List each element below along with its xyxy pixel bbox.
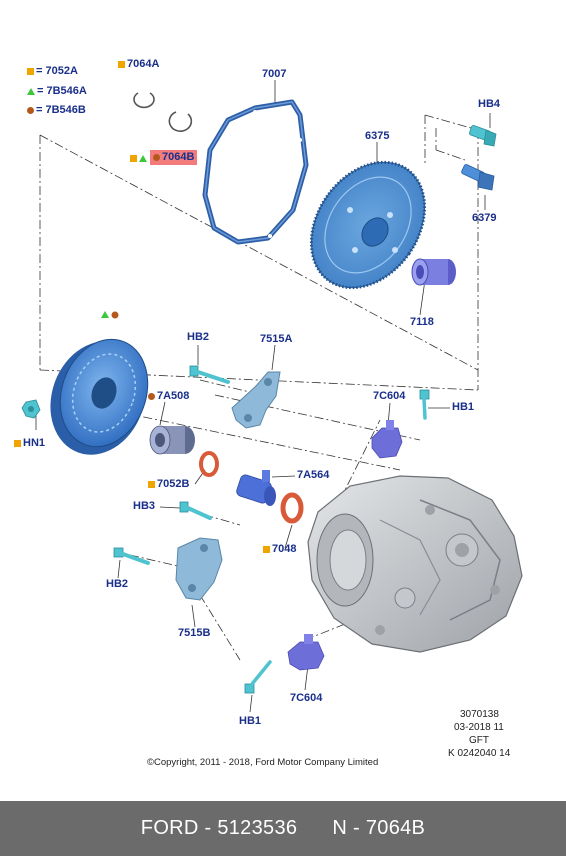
flywheel-6375: [309, 160, 427, 290]
exploded-view-diagram: [21, 80, 523, 713]
triangle-marker-icon: [139, 154, 147, 162]
release-fork-7515A: [231, 371, 281, 429]
release-bearing-7A508: [149, 425, 195, 455]
part-label-7A564[interactable]: 7A564: [297, 469, 330, 481]
nut-HN1: [21, 399, 41, 419]
part-label-7064B[interactable]: 7064B: [150, 150, 198, 165]
circle-marker-icon: [27, 106, 34, 114]
diagram-k-code: K 0242040 14: [448, 748, 511, 759]
part-label-7C604-lower[interactable]: 7C604: [290, 692, 323, 704]
part-label-HB2-upper[interactable]: HB2: [187, 331, 210, 343]
part-label-7048[interactable]: 7048: [263, 543, 296, 556]
part-label-7052B[interactable]: 7052B: [148, 478, 189, 491]
seal-7048: [280, 492, 304, 524]
part-label-6379[interactable]: 6379: [472, 212, 497, 224]
bolt-HB1-upper: [419, 389, 430, 420]
square-marker-icon: [148, 480, 155, 488]
square-marker-icon: [130, 154, 137, 162]
legend-item-7B546A: = 7B546A: [27, 85, 87, 97]
part-label-7515A[interactable]: 7515A: [260, 333, 293, 345]
part-label-7064A[interactable]: 7064A: [118, 58, 159, 71]
part-label-HB2-lower[interactable]: HB2: [106, 578, 129, 590]
part-label-7064B-markers: [130, 152, 149, 165]
triangle-marker-icon: [27, 87, 35, 95]
legend-item-7B546B: = 7B546B: [27, 104, 86, 116]
part-label-7A508[interactable]: 7A508: [148, 390, 189, 403]
part-label-7515B[interactable]: 7515B: [178, 627, 211, 639]
bolt-6379: [461, 164, 495, 191]
leader-lines: [35, 80, 491, 713]
footer-bar: FORD - 5123536 N - 7064B: [0, 801, 566, 856]
part-label-HB1-upper[interactable]: HB1: [452, 401, 475, 413]
release-fork-7515B: [175, 537, 223, 601]
legend-item-7052A: = 7052A: [27, 65, 78, 77]
circle-marker-icon: [148, 392, 155, 400]
bolt-HB3: [179, 501, 212, 520]
part-label-7C604-upper[interactable]: 7C604: [373, 390, 406, 402]
part-label-HN1[interactable]: HN1: [14, 437, 45, 450]
diagram-family: GFT: [469, 735, 489, 746]
bolt-HB2-lower: [113, 547, 150, 565]
bolt-HB2-upper: [189, 365, 230, 384]
part-label-7007[interactable]: 7007: [262, 68, 287, 80]
gasket-7007: [202, 99, 309, 245]
pilot-bearing-7118: [411, 258, 456, 286]
part-label-HB4[interactable]: HB4: [478, 98, 501, 110]
diagram-ref-number: 3070138: [460, 709, 499, 720]
clutch-kit-markers: [101, 311, 119, 319]
sensor-7C604-upper: [371, 420, 403, 459]
square-marker-icon: [27, 67, 34, 75]
part-label-HB3[interactable]: HB3: [133, 500, 156, 512]
bolt-HB1-lower: [244, 660, 272, 694]
square-marker-icon: [14, 439, 21, 447]
seal-7052B: [199, 451, 219, 477]
retaining-ring-7064B: [168, 111, 193, 132]
part-label-7118[interactable]: 7118: [410, 316, 434, 328]
part-label-6375[interactable]: 6375: [365, 130, 390, 142]
footer-part-number: FORD - 5123536 N - 7064B: [140, 817, 426, 839]
transmission-housing: [307, 475, 523, 653]
square-marker-icon: [263, 545, 270, 553]
clutch-assembly: [50, 338, 149, 455]
diagram-date-code: 03-2018 11: [454, 722, 504, 733]
circle-marker-icon: [153, 153, 160, 161]
slave-cylinder-7A564: [236, 470, 276, 506]
copyright-notice: ©Copyright, 2011 - 2018, Ford Motor Comp…: [147, 757, 379, 768]
sensor-7C604-lower: [287, 634, 325, 671]
retaining-ring-7064A: [133, 92, 155, 109]
bolt-HB4: [469, 125, 497, 147]
part-label-HB1-lower[interactable]: HB1: [239, 715, 262, 727]
square-marker-icon: [118, 60, 125, 68]
